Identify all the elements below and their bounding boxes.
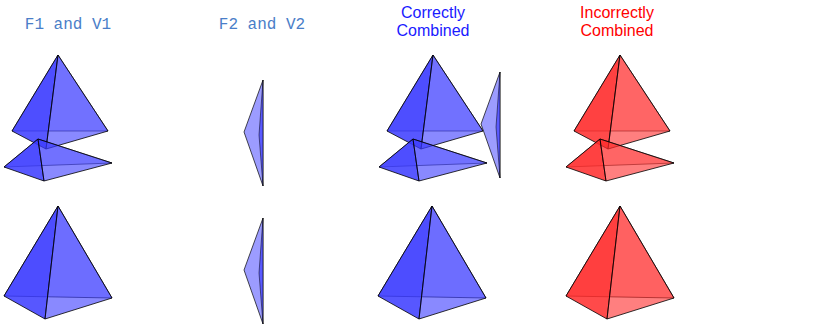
column-heading: Correctly Combined [383, 4, 483, 41]
column-heading: F1 and V1 [25, 16, 111, 34]
column-heading: F2 and V2 [219, 16, 305, 34]
column-heading: Incorrectly Combined [567, 4, 667, 41]
